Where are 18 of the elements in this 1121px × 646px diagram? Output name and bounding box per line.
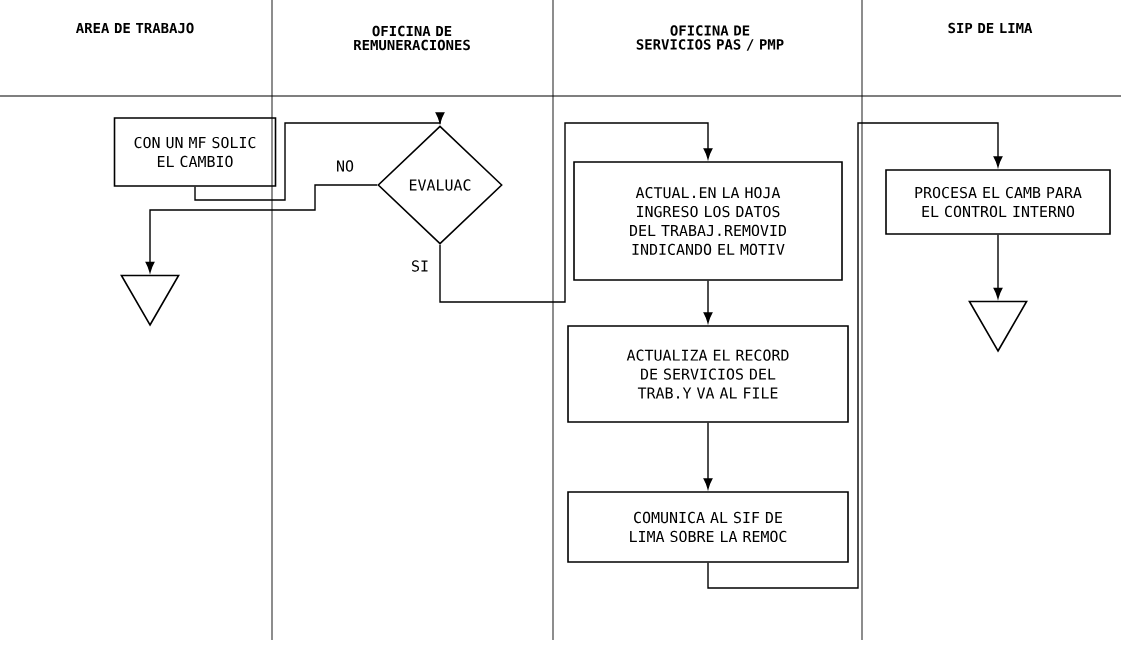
lane-header: AREA DE TRABAJO [76, 22, 194, 34]
process-box: ACTUAL.EN LA HOJA INGRESO LOS DATOS DEL TRABAJ.REMOVID INDICANDO EL MOTIV [573, 161, 843, 281]
arrow [194, 112, 445, 201]
edge-label: NO [335, 159, 355, 173]
edge-label: SI [410, 259, 430, 273]
arrow [993, 234, 1003, 299]
process-box: CON UN MF SOLIC EL CAMBIO [113, 117, 277, 187]
arrow [703, 422, 713, 490]
arrow [707, 122, 1003, 589]
process-box: ACTUALIZA EL RECORD DE SERVICIOS DEL TRAB.Y VA AL FILE [567, 325, 849, 423]
arrow [439, 122, 713, 303]
process-box: PROCESA EL CAMB PARA EL CONTROL INTERNO [885, 169, 1111, 235]
lane-header: SIP DE LIMA [948, 22, 1033, 34]
arrow [703, 280, 713, 324]
lane-header: OFICINA DE REMUNERACIONES [354, 25, 470, 51]
process-box: COMUNICA AL SIF DE LIMA SOBRE LA REMOC [567, 491, 849, 563]
lane-header: OFICINA DE SERVICIOS PAS / PMP [636, 25, 784, 51]
arrow [145, 184, 378, 273]
